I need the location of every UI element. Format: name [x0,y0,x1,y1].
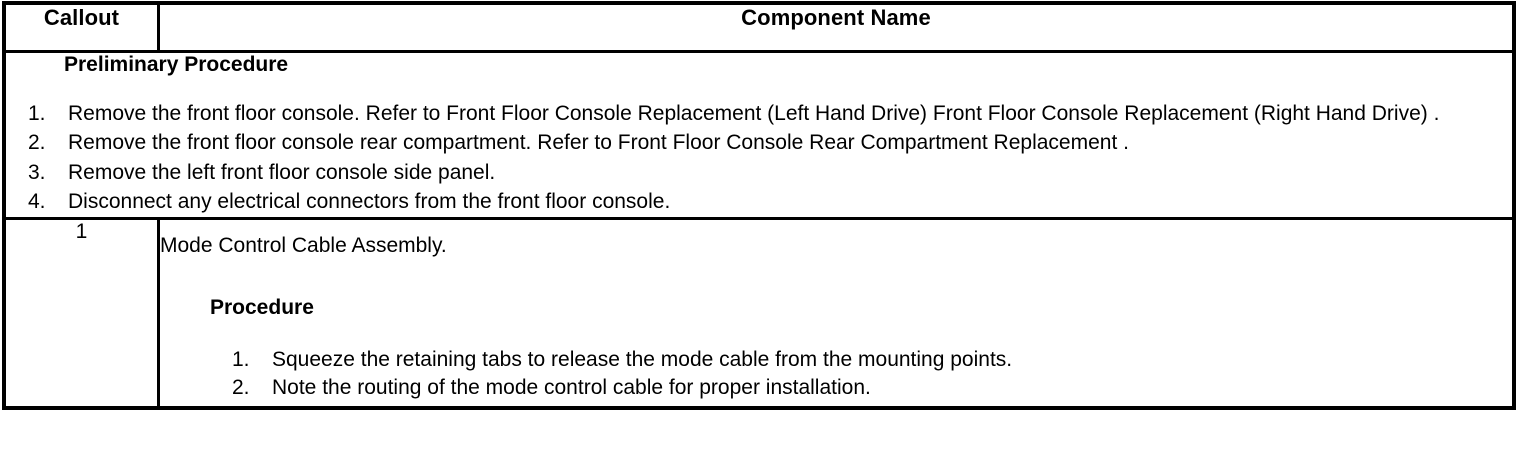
step-number: 2. [232,376,250,400]
column-header-component-name: Component Name [158,3,1514,53]
step-text: Remove the front floor console. Refer to… [68,102,1440,126]
step-text: Squeeze the retaining tabs to release th… [272,347,1013,371]
step-number: 3. [28,160,46,184]
preliminary-procedure-cell: Preliminary Procedure 1. Remove the fron… [4,51,1514,221]
table-header-row: Callout Component Name [4,3,1514,53]
list-item: 2. Remove the front floor console rear c… [6,129,1512,156]
list-item: 1. Remove the front floor console. Refer… [6,100,1512,127]
step-text: Remove the left front floor console side… [68,160,496,184]
procedure-step-list: 1. Squeeze the retaining tabs to release… [160,346,1512,402]
step-number: 1. [28,102,46,126]
step-text: Note the routing of the mode control cab… [272,376,871,400]
preliminary-step-list: 1. Remove the front floor console. Refer… [6,100,1512,215]
step-text: Remove the front floor console rear comp… [68,131,1129,155]
column-header-callout: Callout [4,3,160,53]
list-item: 1. Squeeze the retaining tabs to release… [160,346,1512,374]
preliminary-procedure-row: Preliminary Procedure 1. Remove the fron… [4,51,1514,221]
service-procedure-table: Callout Component Name Preliminary Proce… [2,1,1516,410]
component-title: Mode Control Cable Assembly. [160,234,447,258]
step-number: 1. [232,347,250,371]
preliminary-procedure-heading: Preliminary Procedure [64,53,289,76]
procedure-heading: Procedure [210,296,314,320]
step-text: Disconnect any electrical connectors fro… [68,189,671,213]
step-number: 4. [28,189,46,213]
step-number: 2. [28,131,46,155]
list-item: 2. Note the routing of the mode control … [160,374,1512,402]
component-description-cell: Mode Control Cable Assembly. Procedure 1… [159,219,1515,408]
list-item: 3. Remove the left front floor console s… [6,159,1512,186]
callout-number: 1 [4,218,160,408]
list-item: 4. Disconnect any electrical connectors … [6,188,1512,215]
table-row: 1 Mode Control Cable Assembly. Procedure… [4,218,1515,408]
